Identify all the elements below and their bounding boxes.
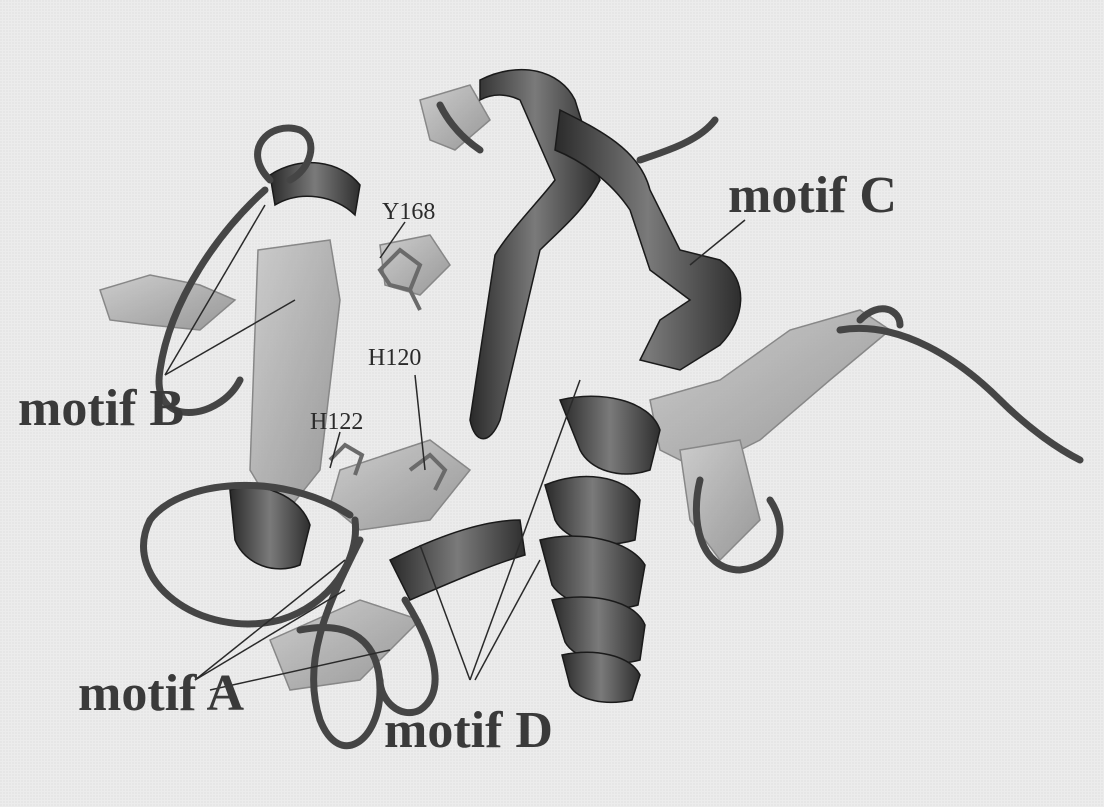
label-motif-d: motif D xyxy=(384,705,553,757)
label-h120: H120 xyxy=(368,346,421,370)
label-motif-a: motif A xyxy=(78,668,244,720)
label-h122: H122 xyxy=(310,410,363,434)
label-motif-c: motif C xyxy=(728,170,897,222)
label-motif-b: motif B xyxy=(18,383,184,435)
label-y168: Y168 xyxy=(382,200,435,224)
